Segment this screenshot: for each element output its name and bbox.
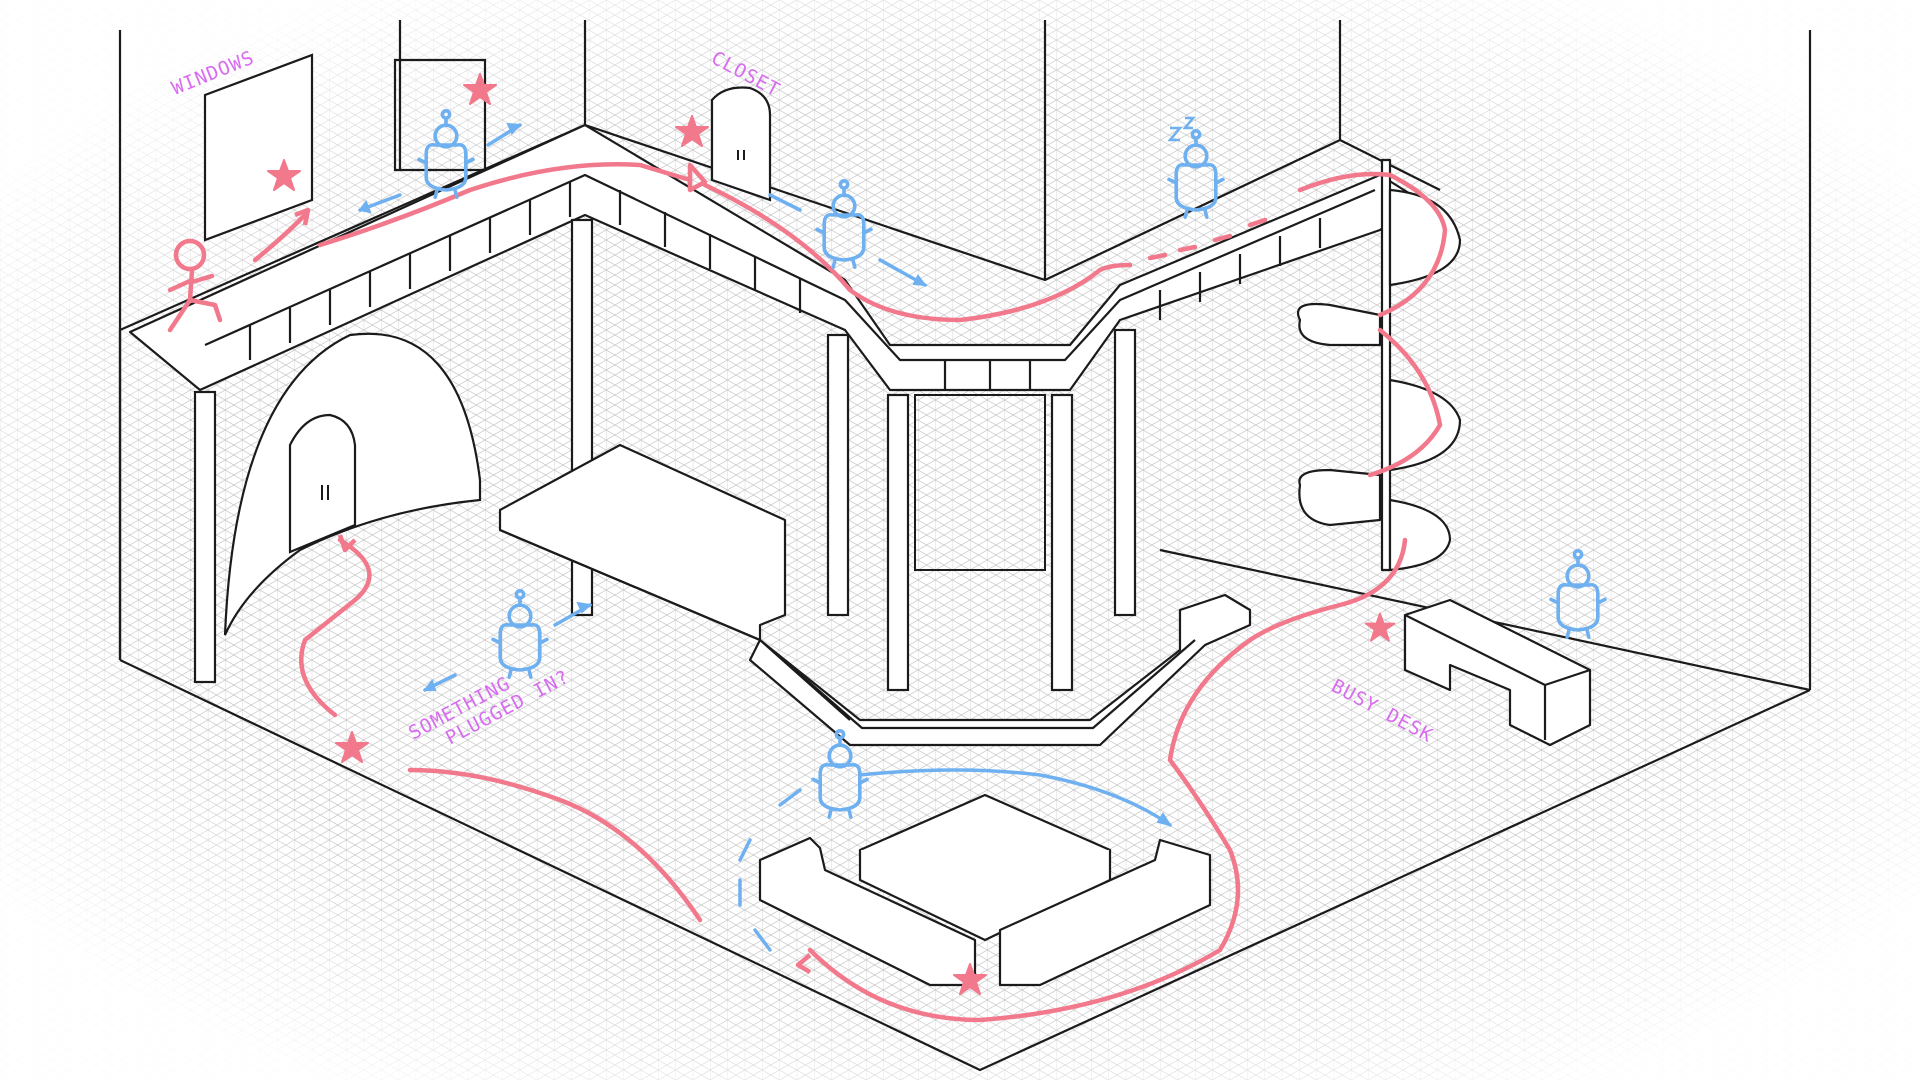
player-path — [252, 162, 1448, 1023]
path-arrowheads — [294, 162, 812, 974]
sleep-z-icon — [1167, 116, 1196, 142]
raised-platform — [498, 443, 1252, 747]
enemy-patrol-paths — [358, 123, 1172, 952]
room-walls — [118, 20, 1812, 1072]
arch-tunnel — [223, 332, 482, 636]
enemy-arrowheads — [358, 122, 1173, 827]
stick-figure-icon — [167, 238, 223, 333]
back-doorway — [914, 394, 1046, 571]
closet-door — [710, 86, 772, 202]
lounge-furniture — [758, 793, 1212, 987]
busy-desk — [1403, 598, 1592, 747]
